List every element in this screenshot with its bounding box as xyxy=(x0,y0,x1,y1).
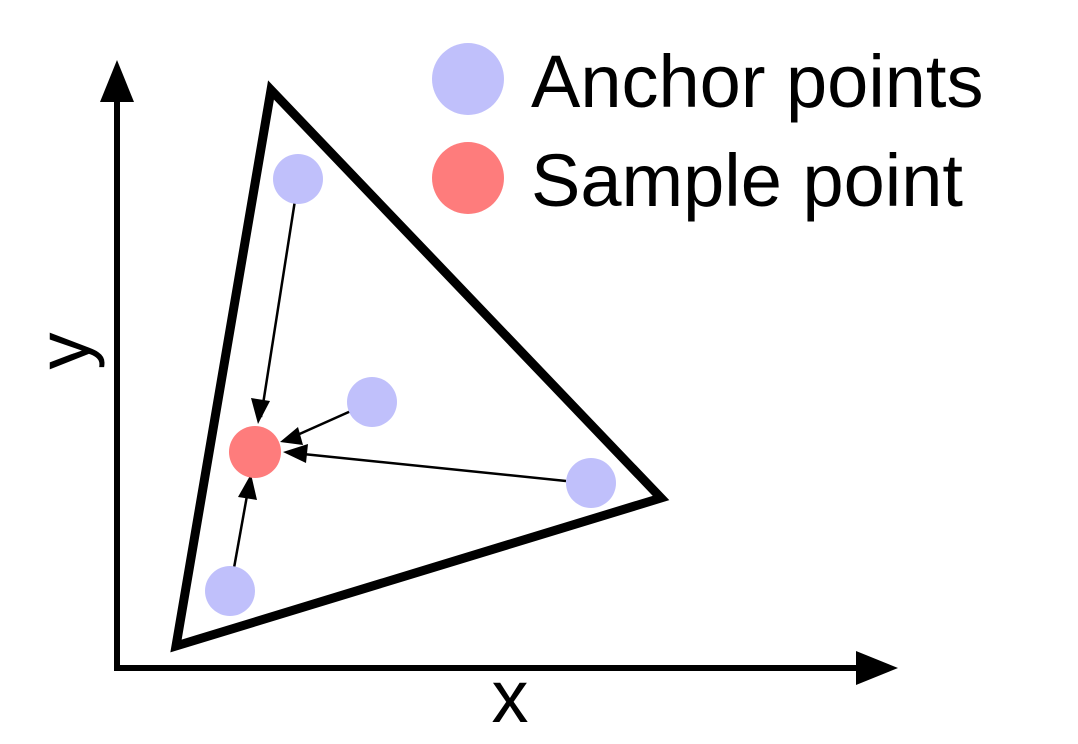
sample-point xyxy=(229,426,281,478)
arrow-middle-anchor xyxy=(294,409,352,438)
arrowhead-right xyxy=(283,444,308,463)
anchor-point xyxy=(566,458,616,508)
anchor-point xyxy=(273,154,323,204)
y-axis-label: y xyxy=(22,333,105,370)
legend-anchor-label: Anchor points xyxy=(531,40,984,123)
triangle-region xyxy=(170,80,670,653)
y-axis-arrowhead xyxy=(100,60,134,102)
arrowhead-top xyxy=(251,398,270,424)
x-axis-arrowhead xyxy=(856,651,898,685)
anchor-point xyxy=(205,566,255,616)
arrow-bottom-anchor xyxy=(232,489,250,569)
legend-sample-label: Sample point xyxy=(531,139,963,222)
interpolation-arrows xyxy=(232,193,567,569)
arrow-top-anchor xyxy=(259,193,298,418)
arrowhead-middle xyxy=(280,427,303,445)
anchor-points xyxy=(205,154,616,616)
arrow-right-anchor xyxy=(302,452,567,483)
legend: Anchor points Sample point xyxy=(432,40,984,222)
legend-sample-marker xyxy=(432,142,504,214)
x-axis-label: x xyxy=(492,655,529,738)
legend-anchor-marker xyxy=(432,43,504,115)
axes xyxy=(100,60,898,685)
anchor-point xyxy=(347,377,397,427)
arrowhead-bottom xyxy=(238,474,257,500)
